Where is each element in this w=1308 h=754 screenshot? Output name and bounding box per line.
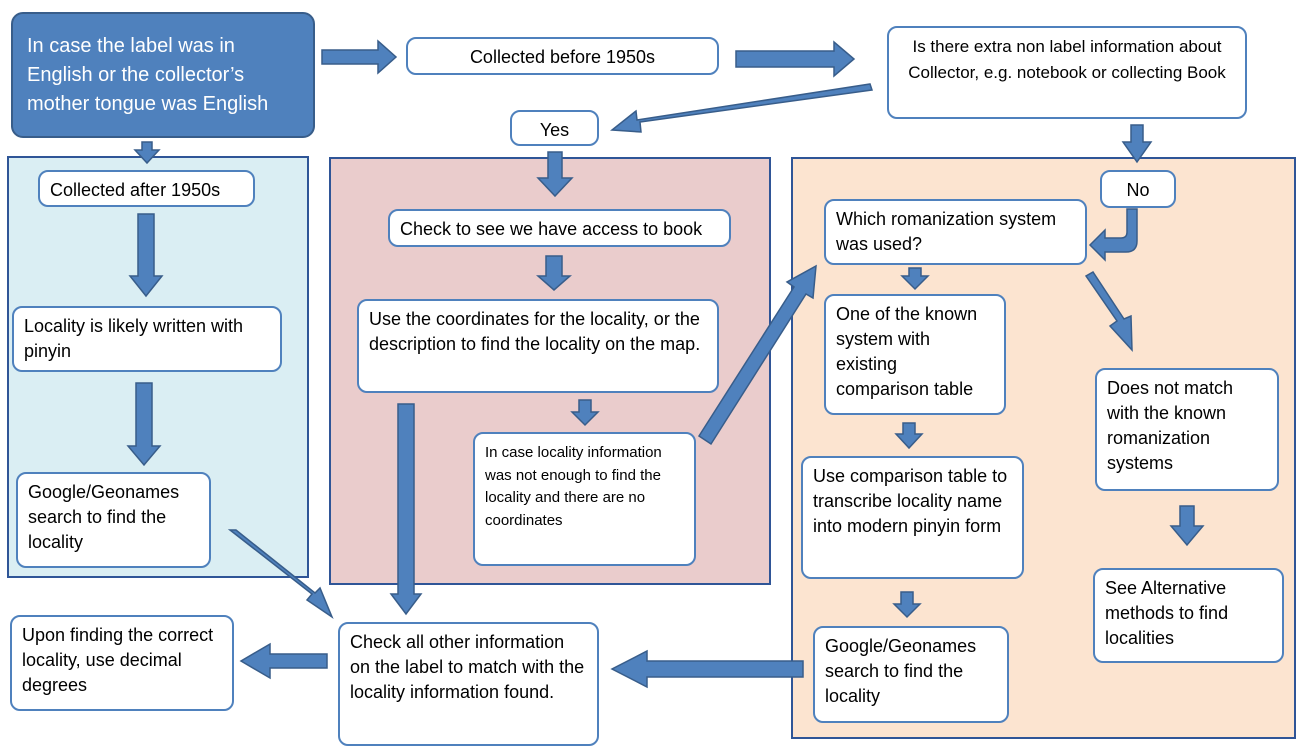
- google-right-box: Google/Geonames search to find the local…: [813, 626, 1009, 723]
- arrow-start-to-before-1950: [321, 39, 398, 75]
- collected-before-1950-box: Collected before 1950s: [406, 37, 719, 75]
- which-system-box: Which romanization system was used?: [824, 199, 1087, 265]
- known-system-box: One of the known system with existing co…: [824, 294, 1006, 415]
- see-alternative-box: See Alternative methods to find localiti…: [1093, 568, 1284, 663]
- arrow-before-1950-to-extra-info: [735, 40, 856, 78]
- arrow-check-all-to-upon-finding: [239, 642, 328, 680]
- extra-info-box: Is there extra non label information abo…: [887, 26, 1247, 119]
- google-left-box: Google/Geonames search to find the local…: [16, 472, 211, 568]
- not-match-box: Does not match with the known romanizati…: [1095, 368, 1279, 491]
- no-box: No: [1100, 170, 1176, 208]
- collected-after-1950-box: Collected after 1950s: [38, 170, 255, 207]
- use-coordinates-box: Use the coordinates for the locality, or…: [357, 299, 719, 393]
- arrow-google-right-to-check-all: [610, 649, 804, 689]
- pinyin-box: Locality is likely written with pinyin: [12, 306, 282, 372]
- start-node: In case the label was in English or the …: [11, 12, 315, 138]
- arrow-extra-info-to-yes: [610, 83, 873, 133]
- yes-box: Yes: [510, 110, 599, 146]
- check-book-box: Check to see we have access to book: [388, 209, 731, 247]
- check-all-box: Check all other information on the label…: [338, 622, 599, 746]
- use-comparison-table-box: Use comparison table to transcribe local…: [801, 456, 1024, 579]
- case-not-enough-box: In case locality information was not eno…: [473, 432, 696, 566]
- upon-finding-box: Upon finding the correct locality, use d…: [10, 615, 234, 711]
